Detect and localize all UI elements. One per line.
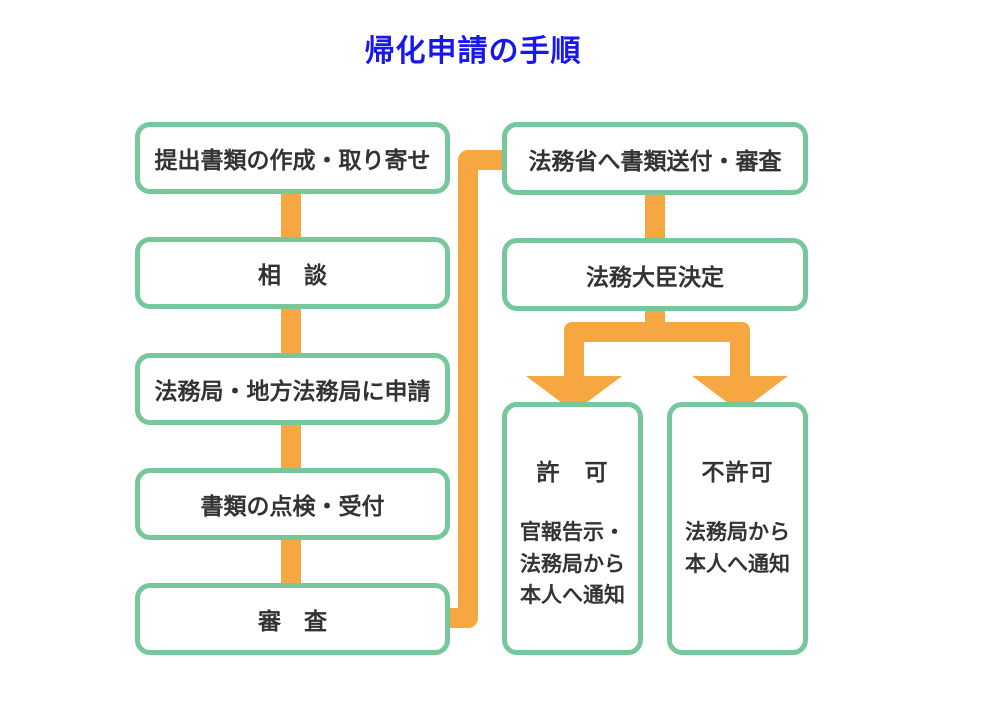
step-box-minister-decision: 法務大臣決定 (502, 238, 808, 311)
step-box-document-preparation: 提出書類の作成・取り寄せ (135, 122, 450, 194)
branch-arm-denial (730, 330, 750, 385)
outcome-detail: 法務局から 本人へ通知 (685, 521, 790, 576)
outcome-title: 不許可 (701, 459, 774, 485)
branch-bar (564, 322, 750, 342)
step-label: 相 談 (258, 262, 327, 288)
step-box-application-to-bureau: 法務局・地方法務局に申請 (135, 353, 450, 425)
flow-connector-examination-to-moj (450, 150, 502, 628)
step-box-consultation: 相 談 (135, 237, 450, 309)
arrowhead-denial (692, 376, 788, 412)
outcome-title: 許 可 (536, 459, 609, 485)
page-title: 帰化申請の手順 (364, 35, 582, 68)
outcome-box-denial: 不許可 法務局から 本人へ通知 (667, 402, 808, 655)
arrowhead-approval (526, 376, 622, 412)
step-label: 提出書類の作成・取り寄せ (154, 147, 431, 173)
step-label: 法務省へ書類送付・審査 (528, 147, 782, 174)
outcome-box-approval: 許 可 官報告示・ 法務局から 本人へ通知 (502, 402, 643, 655)
step-box-examination: 審 査 (135, 583, 450, 655)
branch-arm-approval (564, 330, 584, 385)
step-label: 法務大臣決定 (586, 263, 724, 290)
step-label: 審 査 (258, 608, 327, 634)
step-label: 法務局・地方法務局に申請 (154, 378, 431, 404)
step-box-document-check: 書類の点検・受付 (135, 468, 450, 540)
step-label: 書類の点検・受付 (200, 493, 385, 519)
outcome-detail: 官報告示・ 法務局から 本人へ通知 (520, 521, 625, 607)
step-box-moj-review: 法務省へ書類送付・審査 (502, 122, 808, 195)
